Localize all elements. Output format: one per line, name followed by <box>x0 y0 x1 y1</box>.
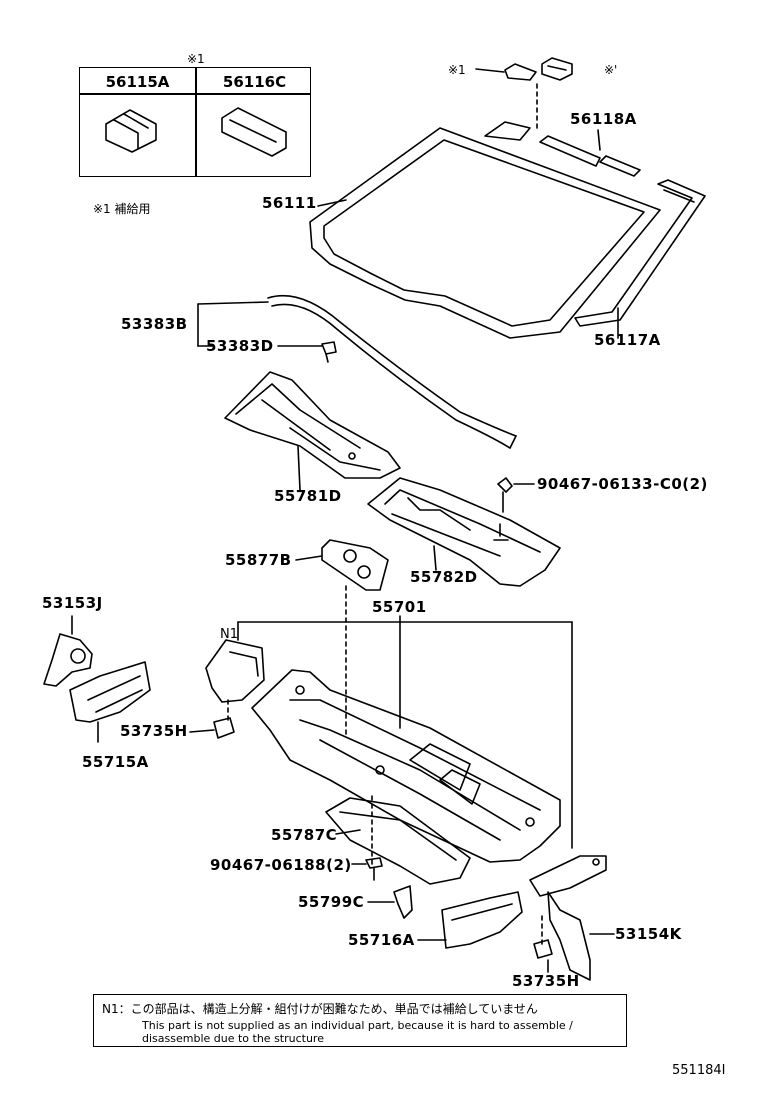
part-label-53735H-left: 53735H <box>120 722 188 740</box>
cowl-panel-lh-drawing <box>224 371 401 479</box>
seal-55877B-drawing <box>321 539 389 591</box>
part-label-53153J: 53153J <box>42 594 103 612</box>
diagram-id: 551184I <box>672 1063 726 1078</box>
bracket-55716A-drawing <box>441 891 523 949</box>
cover-55787C-drawing <box>325 797 471 885</box>
footnote-english-line2: disassemble due to the structure <box>142 1032 324 1045</box>
supply-box: 56115A 56116C <box>79 67 311 177</box>
part-label-55716A: 55716A <box>348 931 415 949</box>
bracket-n1-drawing <box>205 639 265 703</box>
top-mark-left: ※1 <box>448 63 466 77</box>
supply-box-divider-v <box>195 68 197 176</box>
weatherstrip-drawing <box>267 294 517 449</box>
part-label-55715A: 55715A <box>82 753 149 771</box>
footnote-english-line1: This part is not supplied as an individu… <box>142 1019 573 1032</box>
part-label-53735H-right: 53735H <box>512 972 580 990</box>
clip-56116C-drawing <box>221 107 287 157</box>
footnote-japanese: N1：この部品は、構造上分解・組付けが困難なため、単品では補給していません <box>102 1002 538 1016</box>
part-label-53154K: 53154K <box>615 925 682 943</box>
supply-caption: ※1 補給用 <box>93 202 151 216</box>
cowl-main-drawing <box>251 669 561 863</box>
part-label-55877B: 55877B <box>225 551 292 569</box>
supply-mark: ※1 <box>187 52 205 66</box>
cowl-panel-rh-drawing <box>367 477 561 587</box>
bracket-53153J-drawing <box>43 633 93 687</box>
part-label-55701: 55701 <box>372 598 427 616</box>
top-clip-left-drawing <box>475 63 537 81</box>
part-label-53383B: 53383B <box>121 315 188 333</box>
windshield-drawing <box>309 127 661 339</box>
bracket-55715A-drawing <box>69 661 151 723</box>
part-label-55799C: 55799C <box>298 893 365 911</box>
molding-upper-drawing <box>484 121 641 177</box>
n1-mark: N1 <box>220 627 238 642</box>
part-label-55782D: 55782D <box>410 568 478 586</box>
part-label-56117A: 56117A <box>594 331 661 349</box>
supply-part-56115A-label: 56115A <box>105 73 170 91</box>
bracket-rh-drawing <box>529 855 607 981</box>
top-clip-right-drawing <box>541 57 573 81</box>
clip-56115A-drawing <box>105 109 157 153</box>
part-label-55787C: 55787C <box>271 826 338 844</box>
part-label-90467-06188: 90467-06188(2) <box>210 856 352 874</box>
supply-box-divider-h <box>80 93 310 95</box>
part-label-53383D: 53383D <box>206 337 274 355</box>
top-mark-right: ※' <box>604 63 618 77</box>
footnote-box: N1：この部品は、構造上分解・組付けが困難なため、単品では補給していません Th… <box>93 994 627 1047</box>
molding-side-drawing <box>574 179 706 327</box>
part-label-56118A: 56118A <box>570 110 637 128</box>
part-label-55781D: 55781D <box>274 487 342 505</box>
part-label-56111: 56111 <box>262 194 317 212</box>
part-label-90467-06133: 90467-06133-C0(2) <box>537 475 708 493</box>
supply-part-56116C-label: 56116C <box>222 73 287 91</box>
